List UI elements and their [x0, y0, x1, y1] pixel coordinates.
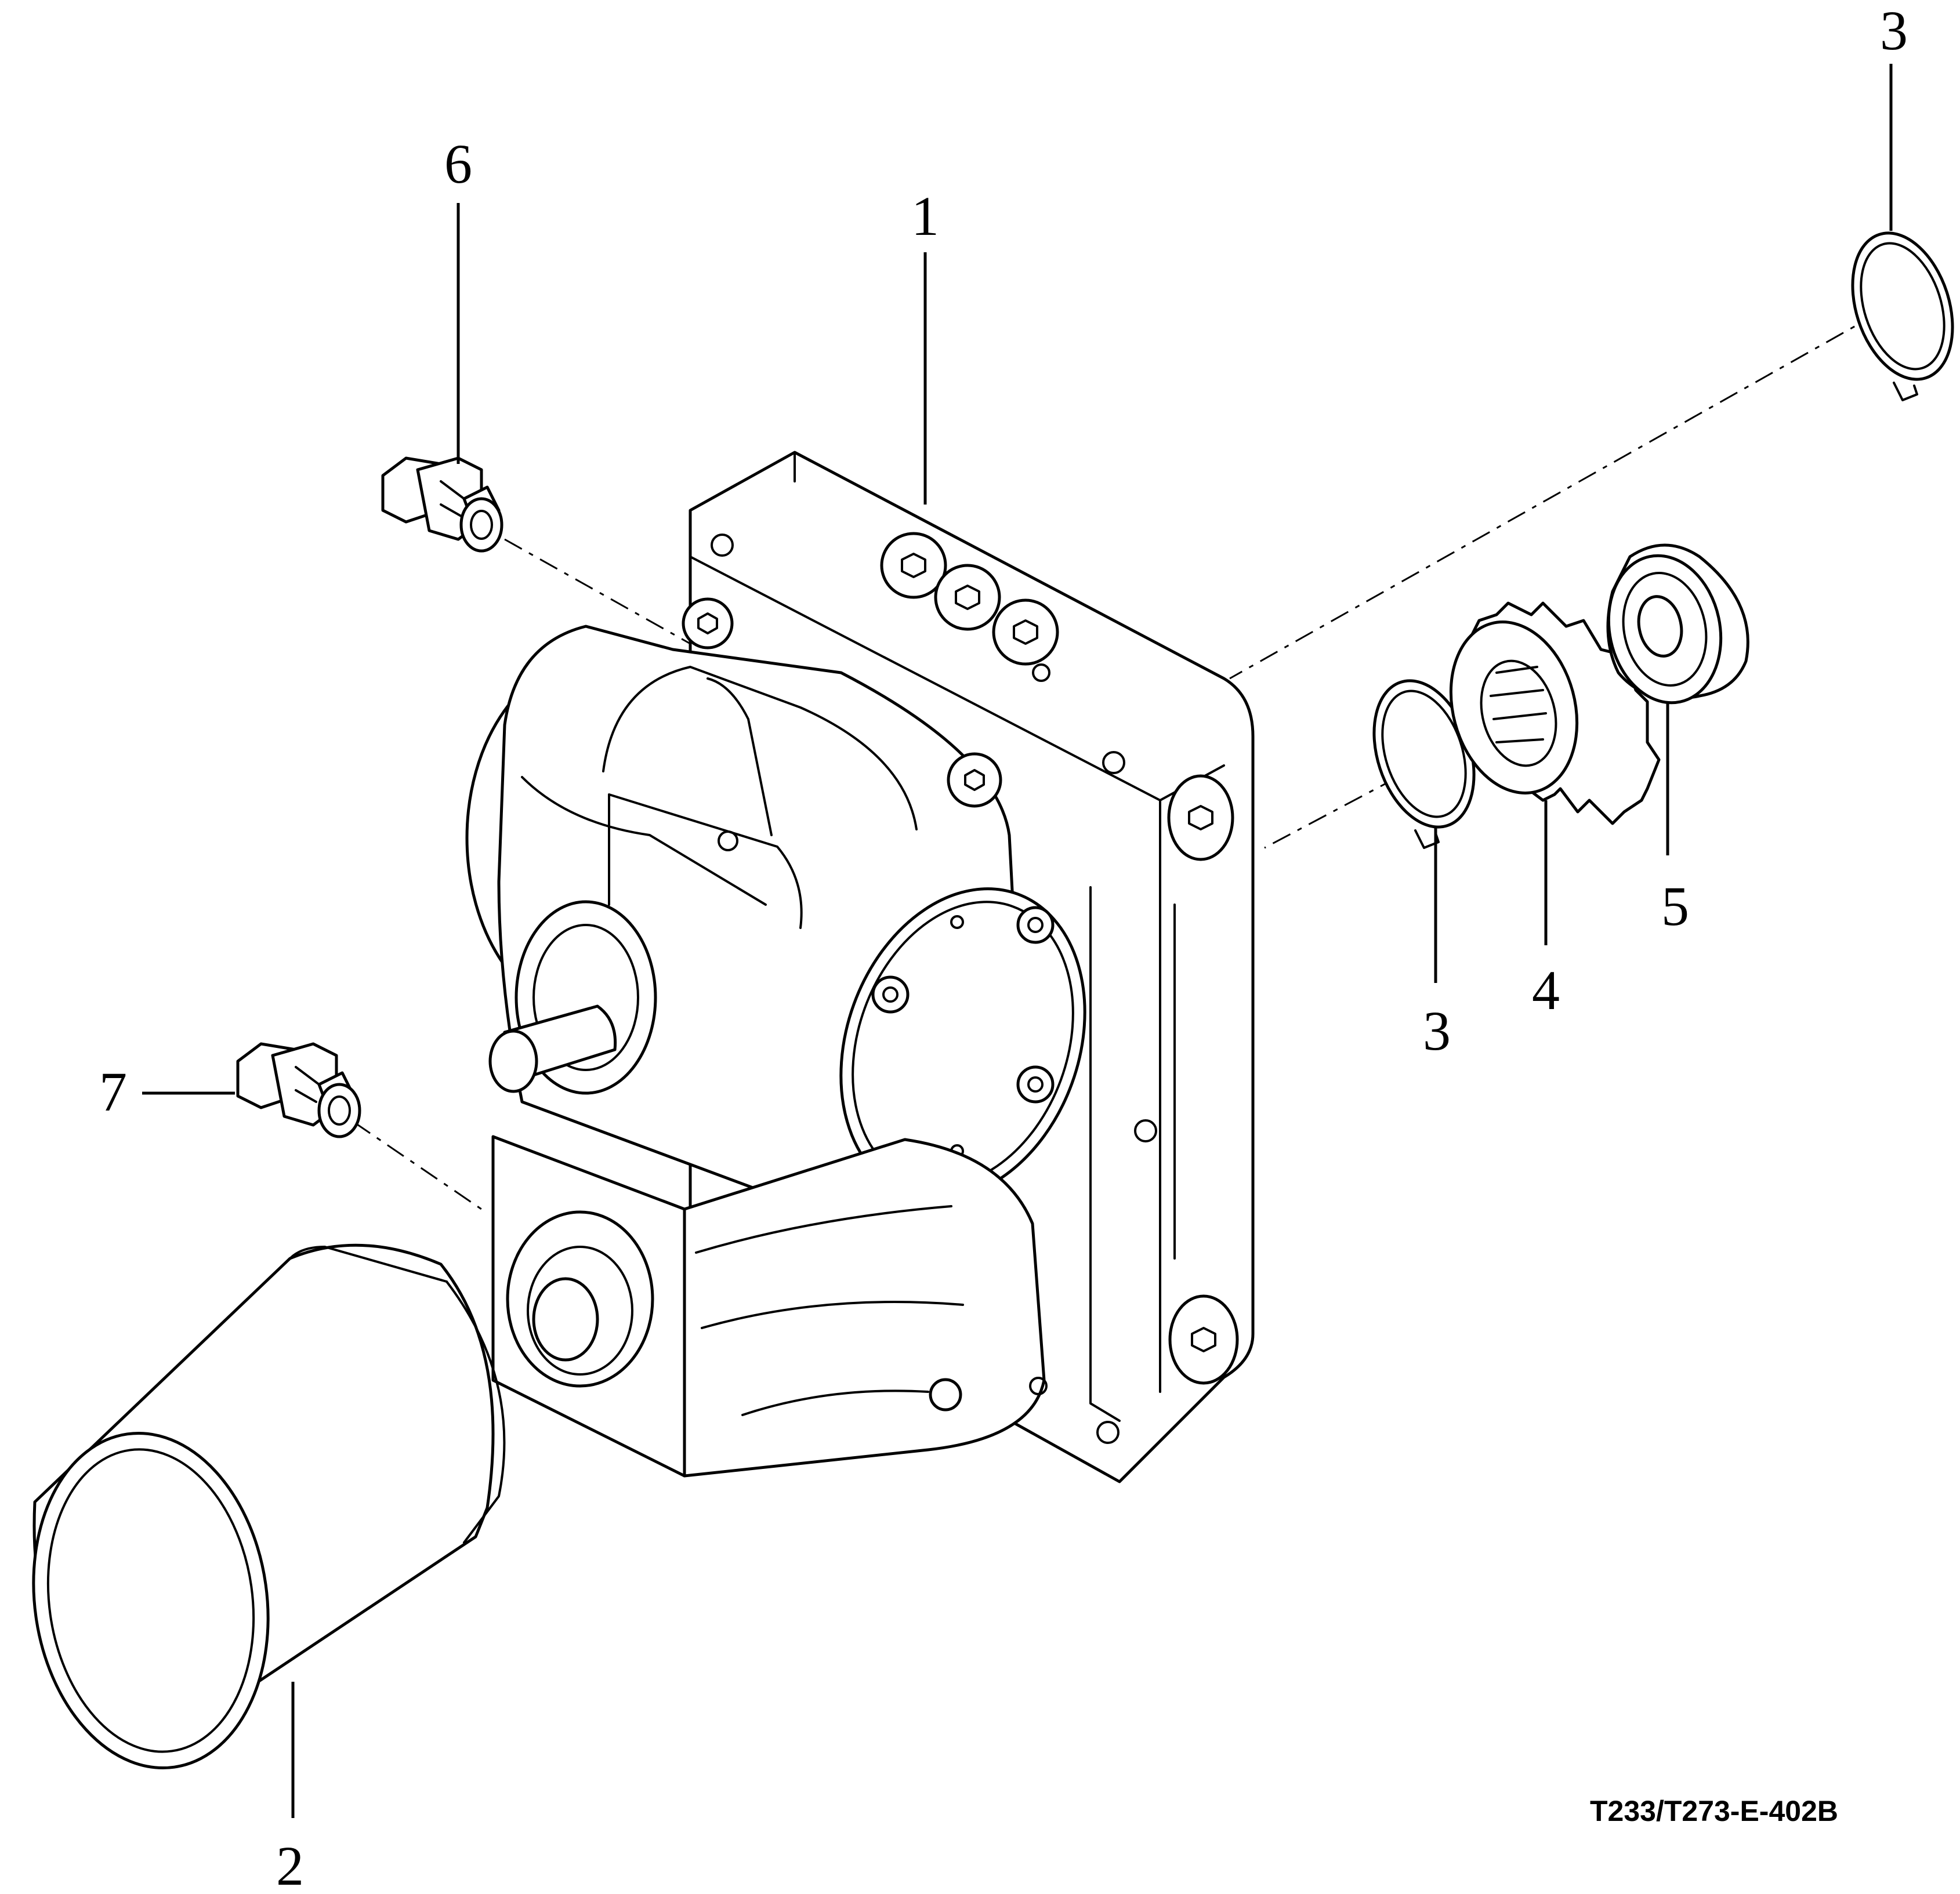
input-shaft [488, 900, 657, 1095]
spur-gear [1449, 601, 1661, 825]
hydraulic-fitting-upper [381, 456, 503, 553]
leader-lines [142, 64, 1893, 1818]
pump-housing-assembly [465, 451, 1255, 1483]
outlet-port [506, 1210, 654, 1388]
label-part-6: 6 [444, 133, 472, 195]
part-labels: 1 6 3 3 4 5 7 2 [99, 0, 1908, 1894]
hydraulic-fitting-lower [236, 1042, 361, 1138]
plate-bolt-holes [711, 532, 1239, 1444]
label-part-1: 1 [911, 185, 939, 247]
filter-cartridge [32, 1243, 506, 1770]
ball-bearing [1606, 543, 1749, 705]
label-part-7: 7 [99, 1061, 127, 1123]
label-part-3-top: 3 [1880, 0, 1908, 61]
retaining-ring-top [1851, 231, 1954, 401]
label-part-2: 2 [276, 1835, 304, 1894]
label-part-3-bottom: 3 [1423, 1000, 1451, 1062]
label-part-4: 4 [1532, 959, 1560, 1021]
drawing-reference-code: T233/T273-E-402B [1590, 1795, 1838, 1827]
label-part-5: 5 [1661, 875, 1689, 937]
